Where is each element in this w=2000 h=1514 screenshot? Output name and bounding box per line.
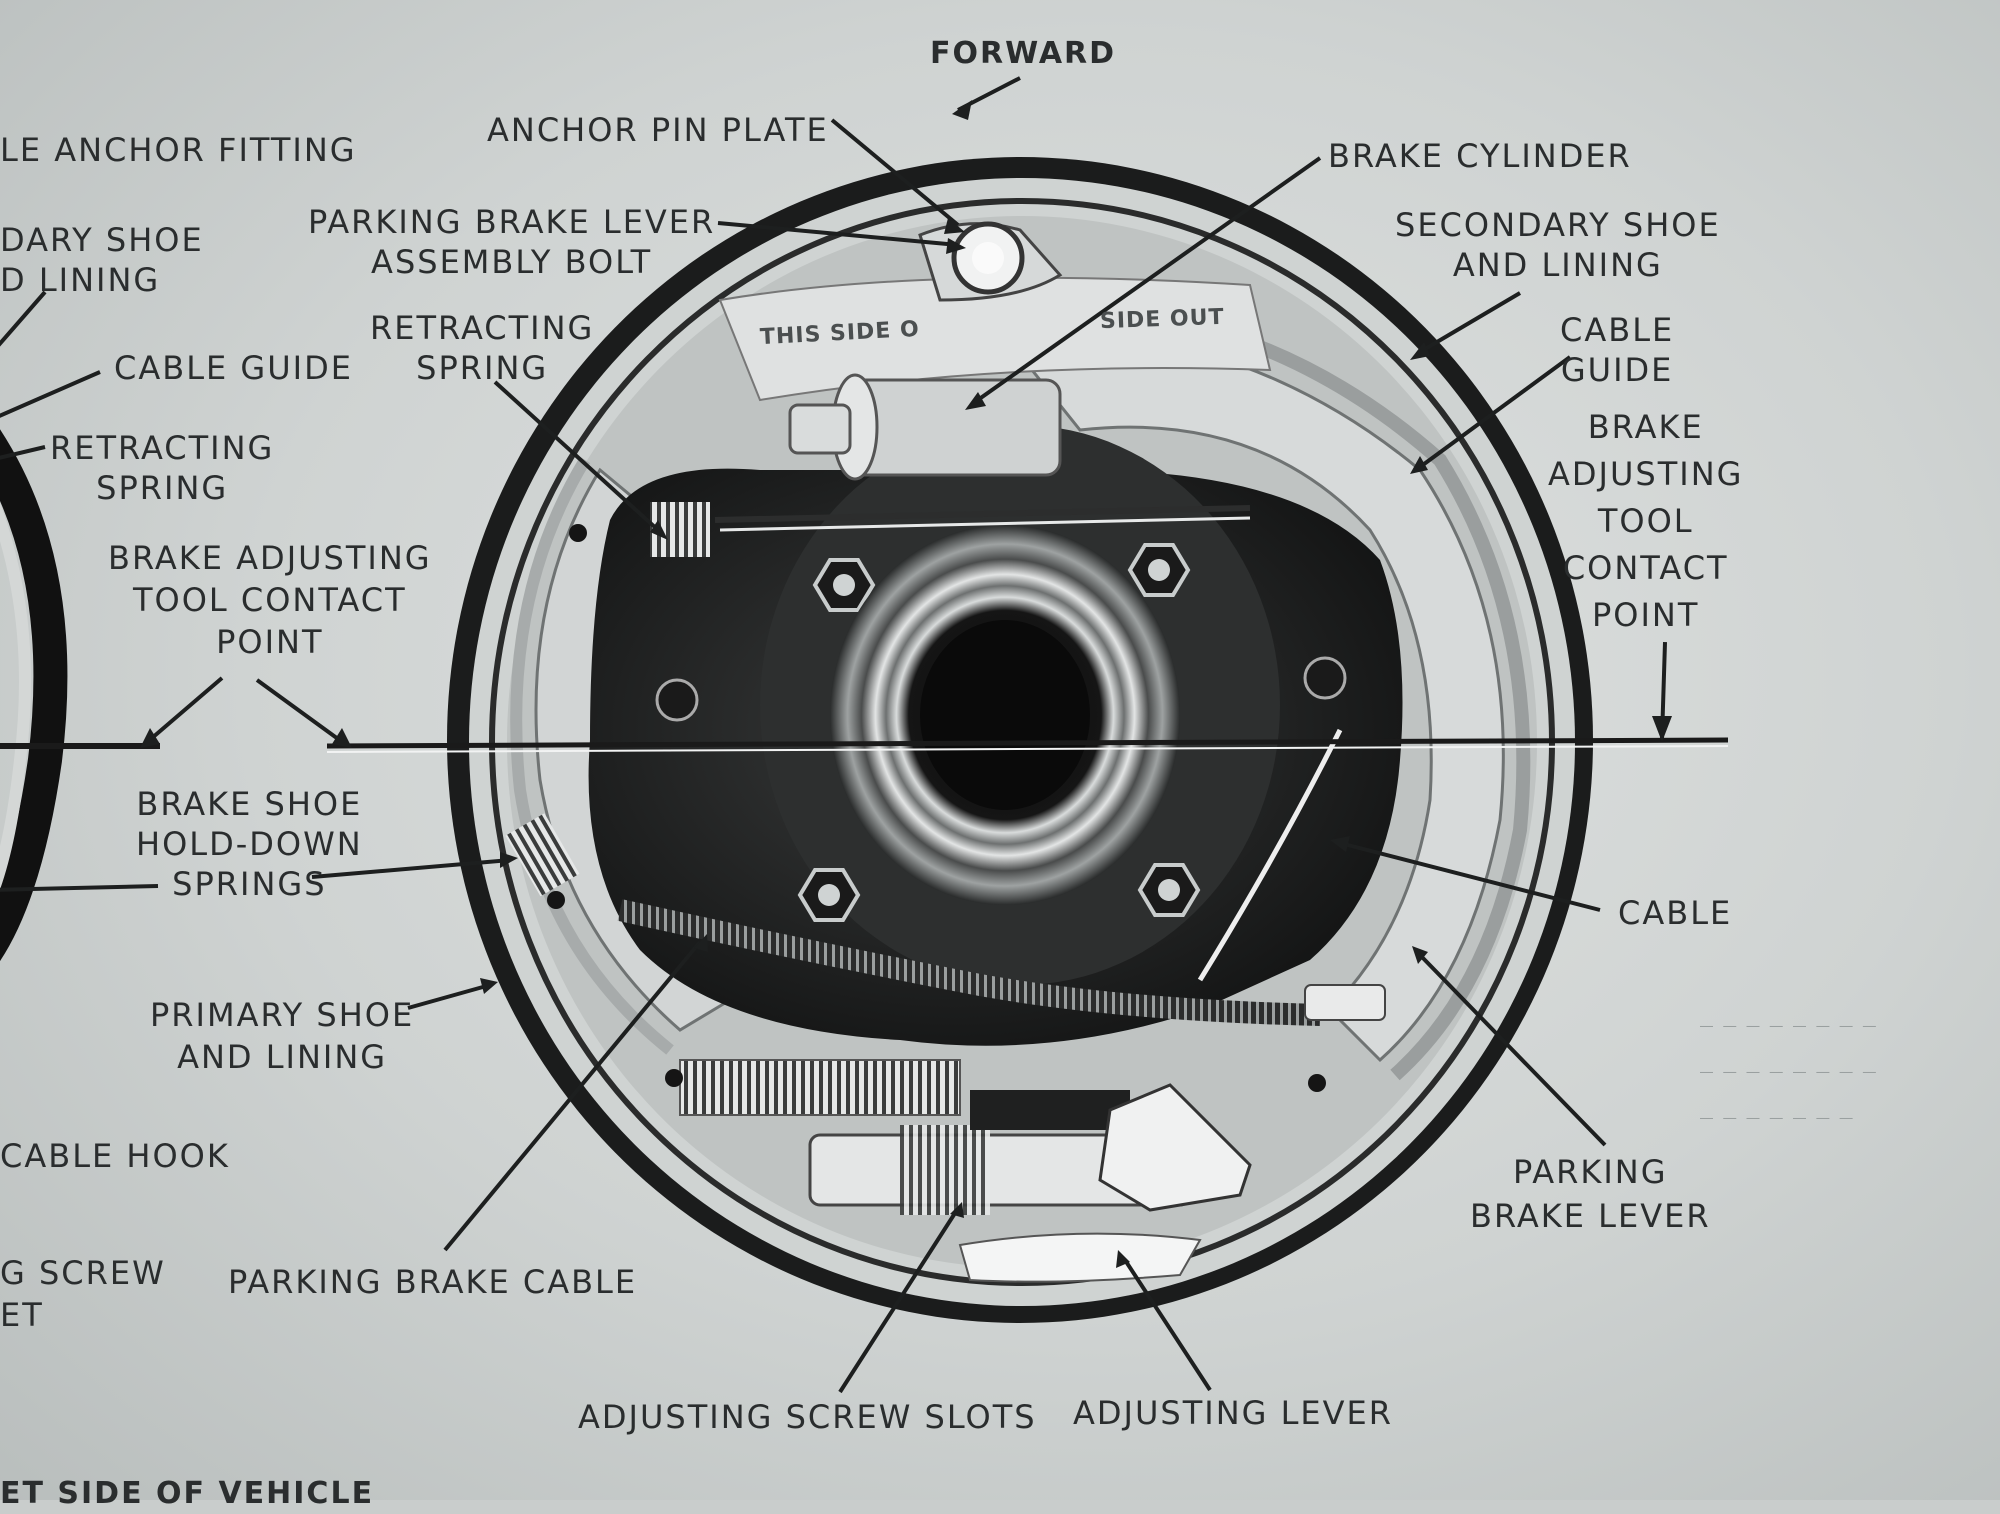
- adjacent-drum-edge: [0, 429, 68, 961]
- label-parking-brake-cable: PARKING BRAKE CABLE: [228, 1263, 638, 1301]
- left-label-screw-socket: G SCREW ET: [0, 1254, 166, 1334]
- label-parking-brake-lever: PARKING BRAKE LEVER: [1470, 1153, 1711, 1235]
- anchor-pin: [918, 221, 1063, 302]
- left-label-retracting-spring: RETRACTING SPRING: [50, 429, 275, 507]
- forward-label: FORWARD: [930, 36, 1117, 71]
- left-label-cable-hook: CABLE HOOK: [0, 1137, 230, 1175]
- adjuster-spring: [679, 1059, 961, 1116]
- label-adj-tool-contact: BRAKE ADJUSTING TOOL CONTACT POINT: [1548, 408, 1744, 634]
- label-secondary-shoe: SECONDARY SHOE AND LINING: [1395, 206, 1721, 284]
- shoe-stamp-left: THIS SIDE O: [759, 316, 921, 351]
- label-parking-lever-bolt: PARKING BRAKE LEVER ASSEMBLY BOLT: [308, 203, 716, 281]
- label-adjusting-screw-slots: ADJUSTING SCREW SLOTS: [578, 1398, 1037, 1436]
- background-bleed-text: _ _ _ _ _ _ _ __ _ _ _ _ _ _ __ _ _ _ _ …: [1700, 998, 1877, 1120]
- adjusting-lever-part: [1098, 1083, 1252, 1212]
- left-label-secondary-shoe: DARY SHOE D LINING: [0, 221, 204, 299]
- left-label-hold-down-springs: BRAKE SHOE HOLD-DOWN SPRINGS: [136, 785, 363, 903]
- parking-cable-sheath: [617, 899, 1321, 1026]
- wheel-cylinder: [788, 373, 1062, 481]
- label-cable: CABLE: [1618, 894, 1733, 932]
- figure-caption: ET SIDE OF VEHICLE: [0, 1476, 375, 1511]
- left-label-anchor-fitting: LE ANCHOR FITTING: [0, 131, 357, 169]
- leader-lines: [0, 76, 1667, 1394]
- label-adjusting-lever: ADJUSTING LEVER: [1073, 1394, 1393, 1432]
- label-anchor-pin-plate: ANCHOR PIN PLATE: [487, 111, 829, 149]
- secondary-shoe: [996, 327, 1505, 1063]
- label-retracting-spring: RETRACTING SPRING: [370, 309, 595, 387]
- leader-arrowheads: [140, 100, 1672, 1268]
- left-label-cable-guide: CABLE GUIDE: [114, 349, 353, 387]
- shoe-stamp-right: SIDE OUT: [1099, 304, 1225, 335]
- adjusting-screw: [808, 1090, 1192, 1215]
- left-label-adj-tool-contact: BRAKE ADJUSTING TOOL CONTACT POINT: [108, 539, 432, 661]
- label-brake-cylinder: BRAKE CYLINDER: [1328, 137, 1632, 175]
- left-label-primary-shoe: PRIMARY SHOE AND LINING: [150, 996, 415, 1076]
- tool-contact-line: [326, 737, 1729, 749]
- hold-down-spring: [505, 813, 580, 897]
- label-cable-guide: CABLE GUIDE: [1560, 311, 1675, 389]
